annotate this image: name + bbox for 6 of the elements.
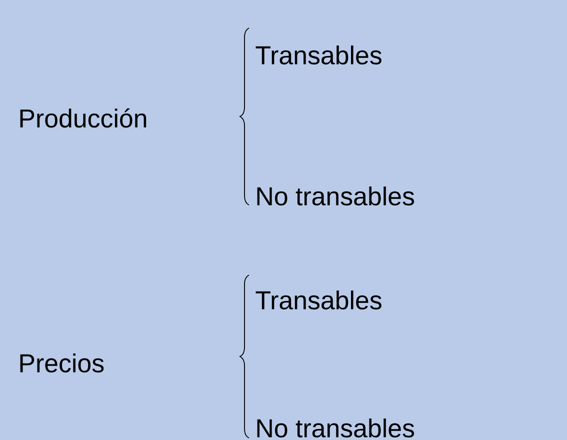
label: No transables <box>257 186 414 206</box>
label: No transables <box>257 418 414 438</box>
label: Producción <box>20 108 146 128</box>
label: Precios <box>20 353 104 372</box>
label: Transables <box>256 45 382 64</box>
label: Transables <box>256 290 382 310</box>
